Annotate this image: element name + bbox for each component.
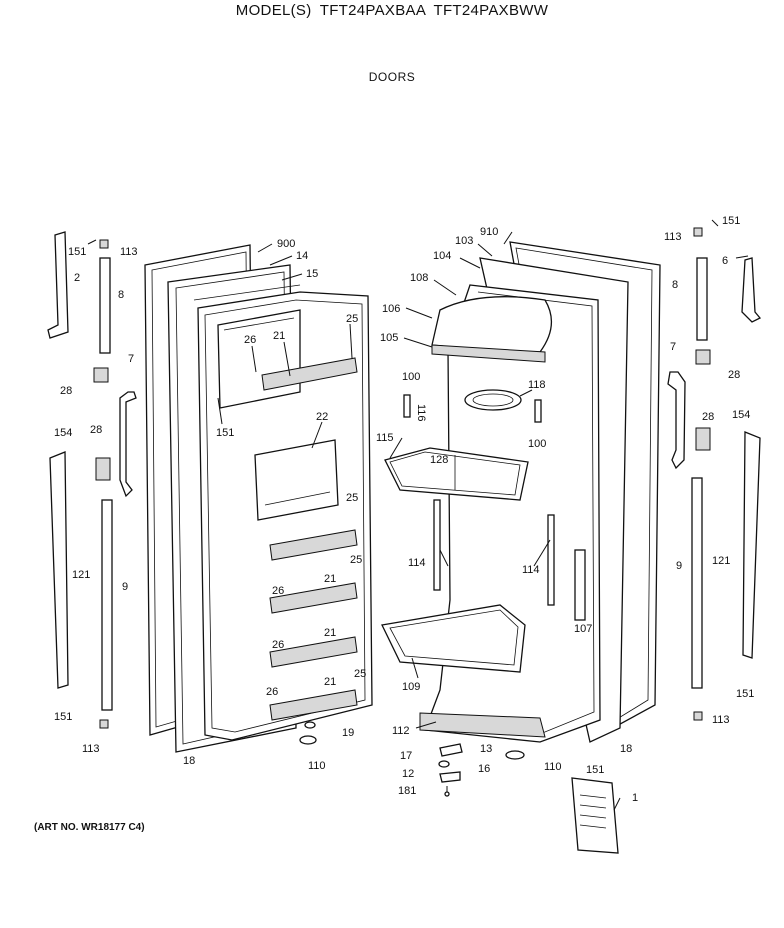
callout-21-b: 21 — [324, 573, 336, 585]
callout-13: 13 — [480, 743, 492, 755]
callout-900: 900 — [277, 238, 295, 250]
callout-28-left-1: 28 — [60, 385, 72, 397]
callout-910: 910 — [480, 226, 498, 238]
callout-18-right: 18 — [620, 743, 632, 755]
callout-103: 103 — [455, 235, 473, 247]
callout-113-top-left: 113 — [120, 246, 138, 258]
callout-7-right: 7 — [670, 341, 676, 353]
callout-21-c: 21 — [324, 627, 336, 639]
callout-26-a: 26 — [244, 334, 256, 346]
leader-lines — [87, 219, 749, 811]
callout-151-top-right: 151 — [722, 215, 740, 227]
callout-25-d: 25 — [354, 668, 366, 680]
callout-116: 116 — [415, 404, 427, 422]
callout-100-a: 100 — [402, 371, 420, 383]
callout-25-c: 25 — [350, 554, 362, 566]
left-door-shelves — [261, 357, 358, 721]
callout-9-left: 9 — [122, 581, 128, 593]
left-door-center-bin — [254, 439, 339, 521]
callout-110-left: 110 — [308, 760, 326, 772]
callout-8-right: 8 — [672, 279, 678, 291]
callout-17: 17 — [400, 750, 412, 762]
model-title: MODEL(S) TFT24PAXBAA TFT24PAXBWW — [235, 2, 549, 19]
callout-104: 104 — [433, 250, 451, 262]
callout-154-right: 154 — [732, 409, 750, 421]
left-door-trim — [47, 231, 137, 729]
callout-121-right: 121 — [712, 555, 730, 567]
callout-28-right-1: 28 — [728, 369, 740, 381]
callout-151-bottom-left: 151 — [54, 711, 72, 723]
section-title: DOORS — [368, 70, 416, 84]
callout-108: 108 — [410, 272, 428, 284]
callout-109: 109 — [402, 681, 420, 693]
callout-22: 22 — [316, 411, 328, 423]
callout-26-c: 26 — [272, 639, 284, 651]
callout-110-right: 110 — [544, 761, 562, 773]
callout-6: 6 — [722, 255, 728, 267]
callout-26-b: 26 — [272, 585, 284, 597]
callout-12: 12 — [402, 768, 414, 780]
callout-115: 115 — [376, 432, 394, 444]
callout-25-b: 25 — [346, 492, 358, 504]
callout-106: 106 — [382, 303, 400, 315]
callout-21-d: 21 — [324, 676, 336, 688]
left-door-hinge-bottom — [299, 721, 317, 745]
callout-14: 14 — [296, 250, 308, 262]
callout-19: 19 — [342, 727, 354, 739]
callout-151-top-left: 151 — [68, 246, 86, 258]
right-door-handle-cup — [464, 389, 522, 411]
callout-121-left: 121 — [72, 569, 90, 581]
callout-113-top-right: 113 — [664, 231, 682, 243]
callout-18-left: 18 — [183, 755, 195, 767]
right-door-bottom-bin — [381, 604, 526, 673]
callout-26-d: 26 — [266, 686, 278, 698]
callout-2: 2 — [74, 272, 80, 284]
callout-21-a: 21 — [273, 330, 285, 342]
callout-25-a: 25 — [346, 313, 358, 325]
callout-1: 1 — [632, 792, 638, 804]
callout-9-right: 9 — [676, 560, 682, 572]
instruction-booklet — [571, 777, 619, 854]
callout-105: 105 — [380, 332, 398, 344]
callout-114-a: 114 — [408, 557, 426, 569]
callout-113-bottom-right: 113 — [712, 714, 730, 726]
right-door-dispenser-bin — [384, 447, 529, 501]
callout-151-bottom-right: 151 — [586, 764, 604, 776]
callout-16: 16 — [478, 763, 490, 775]
right-door-trim — [667, 227, 762, 721]
right-door-small-parts — [438, 743, 525, 797]
left-door-top-shelf — [217, 309, 301, 409]
right-door-rails — [403, 394, 586, 621]
callout-128: 128 — [430, 454, 448, 466]
callout-112: 112 — [392, 725, 410, 737]
callout-28-right-2: 28 — [702, 411, 714, 423]
callout-118: 118 — [528, 379, 546, 391]
callout-28-left-2: 28 — [90, 424, 102, 436]
callout-107: 107 — [574, 623, 592, 635]
callout-7-left: 7 — [128, 353, 134, 365]
callout-labels: 151 113 900 14 15 2 8 7 28 26 21 25 151 … — [54, 215, 754, 804]
right-door-kickplate — [419, 712, 546, 738]
callout-151-right-2: 151 — [736, 688, 754, 700]
art-number: (ART NO. WR18177 C4) — [34, 822, 145, 833]
callout-113-bottom-left: 113 — [82, 743, 100, 755]
callout-8-left: 8 — [118, 289, 124, 301]
callout-114-b: 114 — [522, 564, 540, 576]
callout-154-left: 154 — [54, 427, 72, 439]
callout-151-left: 151 — [216, 427, 234, 439]
callout-181: 181 — [398, 785, 416, 797]
callout-100-b: 100 — [528, 438, 546, 450]
callout-15: 15 — [306, 268, 318, 280]
right-door-top-cover — [431, 296, 552, 363]
